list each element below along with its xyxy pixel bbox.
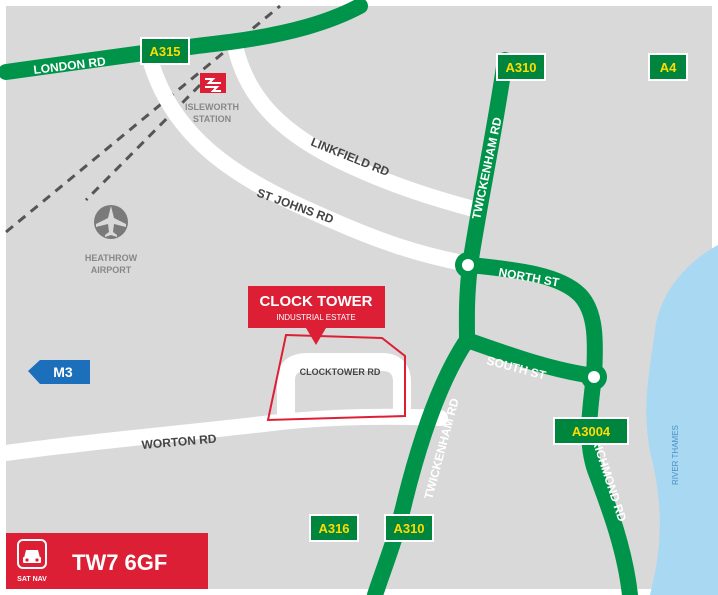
clocktower-rd (277, 353, 411, 423)
a315-shield: A315 (140, 37, 190, 65)
railway-line-2 (84, 83, 202, 202)
a315-label: A315 (149, 44, 180, 59)
m3-label: M3 (53, 364, 73, 380)
roundabout-south-inner (588, 371, 600, 383)
river-label: RIVER THAMES (671, 425, 680, 485)
marker-subtitle: INDUSTRIAL ESTATE (276, 313, 355, 322)
a310-bottom-shield: A310 (384, 514, 434, 542)
airport-label-line2: AIRPORT (91, 265, 132, 275)
richmond-rd (581, 368, 638, 595)
satnav-postcode: TW7 6GF (72, 550, 167, 575)
a4-label: A4 (660, 60, 677, 75)
satnav-label: SAT NAV (17, 576, 47, 583)
rail-icon (200, 73, 226, 93)
airport-label-line1: HEATHROW (85, 253, 138, 263)
london-rd (0, 0, 368, 80)
station-label-line2: STATION (193, 114, 231, 124)
airplane-icon (94, 205, 128, 239)
st-johns-rd (140, 44, 476, 272)
a310-top-shield: A310 (496, 53, 546, 81)
satnav-box: SAT NAV TW7 6GF (6, 533, 208, 589)
river-thames (646, 245, 718, 595)
marker-title: CLOCK TOWER (259, 293, 372, 310)
twickenham-rd-north (458, 52, 513, 348)
north-st (462, 257, 603, 384)
south-st (459, 332, 602, 384)
a316-label: A316 (318, 521, 349, 536)
a316-shield: A316 (309, 514, 359, 542)
worton-rd-label: WORTON RD (141, 431, 217, 452)
a310-top-label: A310 (505, 60, 536, 75)
left-arrow-icon (28, 360, 90, 384)
a310-bottom-label: A310 (393, 521, 424, 536)
twickenham-rd-south (367, 332, 475, 595)
car-icon (17, 539, 47, 569)
clocktower-rd-label: CLOCKTOWER RD (300, 367, 381, 377)
clock-tower-marker: CLOCK TOWER INDUSTRIAL ESTATE (248, 286, 385, 345)
a3004-shield: A3004 (553, 417, 629, 445)
roundabout-north-inner (462, 259, 474, 271)
a4-shield: A4 (648, 53, 688, 81)
a3004-label: A3004 (572, 424, 611, 439)
m3-sign: M3 (28, 360, 90, 384)
linkfield-rd (228, 42, 478, 216)
station-label-line1: ISLEWORTH (185, 102, 239, 112)
estate-outline (266, 333, 406, 422)
